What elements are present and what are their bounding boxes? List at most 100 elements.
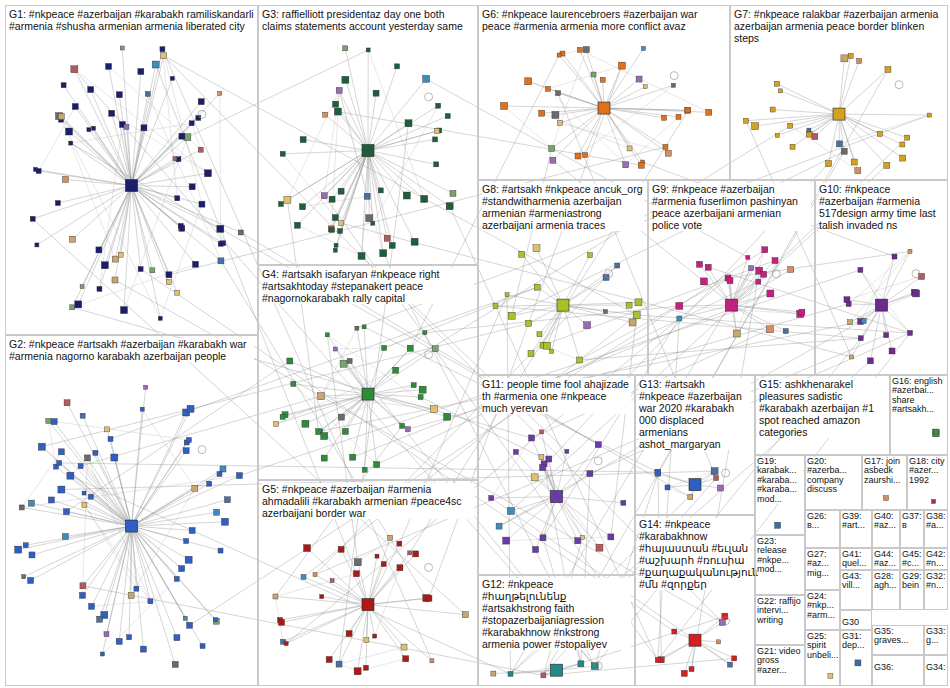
member-edge — [358, 538, 390, 562]
user-vertex — [577, 47, 582, 52]
member-edge — [563, 277, 606, 305]
member-edge — [83, 526, 132, 586]
cross-group-edge — [692, 271, 760, 669]
user-vertex — [858, 267, 863, 272]
member-edge — [777, 114, 839, 135]
member-edge — [504, 106, 604, 108]
user-vertex — [80, 583, 86, 589]
cross-group-edge — [338, 112, 641, 166]
member-edge — [132, 186, 169, 283]
member-edge — [132, 186, 221, 261]
user-vertex — [284, 642, 288, 646]
member-edge — [132, 526, 177, 638]
member-edge — [71, 143, 116, 259]
user-vertex — [218, 91, 222, 95]
group-label: G20: #azerba... company discuss — [807, 457, 860, 495]
user-vertex — [788, 123, 793, 128]
member-edge — [345, 80, 368, 151]
hub-vertex — [362, 599, 374, 611]
member-edge — [72, 264, 195, 307]
group-label: G12: #nkpeace #հաղթելունենք #artsakhstro… — [482, 578, 631, 650]
user-vertex — [302, 420, 309, 427]
user-vertex — [179, 133, 185, 139]
user-vertex — [381, 562, 386, 567]
member-edge — [91, 90, 132, 186]
group-label: G44: #az... — [874, 550, 898, 569]
member-edge — [92, 601, 151, 606]
member-edge — [132, 526, 176, 664]
user-vertex — [187, 622, 193, 628]
user-vertex — [623, 162, 629, 168]
member-edge — [368, 116, 448, 151]
member-edge — [362, 196, 368, 256]
member-edge — [882, 257, 895, 306]
user-vertex — [218, 258, 224, 264]
cross-group-edge — [115, 280, 722, 622]
user-vertex — [112, 277, 118, 283]
member-edge — [324, 394, 368, 436]
group-box: G9: #nkpeace #azerbaijan #armenia fuserl… — [648, 180, 815, 375]
group-box: G35: graves... — [872, 625, 924, 655]
member-edge — [506, 497, 556, 541]
member-edge — [84, 505, 136, 589]
cross-group-edge — [377, 282, 759, 465]
user-vertex — [533, 547, 539, 553]
member-edge — [304, 577, 368, 605]
user-vertex — [555, 91, 560, 96]
group-label: G5: #nkpeace #azerbaijan #armenia ahmada… — [262, 483, 474, 519]
user-vertex — [332, 215, 338, 221]
member-edge — [132, 526, 221, 551]
member-edge — [368, 130, 439, 150]
group-box: G16: english #azerbai... share #artsakh.… — [890, 375, 948, 455]
member-edge — [132, 173, 208, 185]
user-vertex — [433, 137, 438, 142]
user-vertex — [462, 612, 468, 618]
member-edge — [839, 58, 844, 114]
member-edge — [293, 384, 368, 394]
user-vertex — [100, 652, 104, 656]
user-vertex — [714, 476, 719, 481]
user-vertex — [772, 258, 778, 264]
member-edge — [109, 66, 201, 149]
user-vertex — [124, 124, 129, 129]
member-edge — [59, 116, 131, 185]
member-edge — [275, 574, 356, 597]
member-edge — [132, 186, 183, 229]
user-vertex — [362, 325, 366, 329]
user-vertex — [851, 159, 857, 165]
user-vertex — [662, 115, 667, 120]
member-edge — [61, 452, 131, 526]
user-vertex — [526, 320, 532, 326]
group-box: G14: #nkpeace #karabakhnow #հայաստան #եւ… — [635, 515, 755, 686]
user-vertex — [711, 468, 718, 475]
user-vertex — [199, 201, 205, 207]
user-vertex — [280, 151, 285, 156]
user-vertex — [848, 320, 853, 325]
user-vertex — [434, 162, 439, 167]
group-label: G27: #az... mig... — [807, 550, 838, 578]
member-edge — [327, 335, 433, 409]
user-vertex — [189, 184, 195, 190]
user-vertex — [496, 523, 502, 529]
user-vertex — [638, 162, 644, 168]
user-vertex — [79, 592, 85, 598]
member-edge — [562, 54, 604, 108]
user-vertex — [411, 238, 418, 245]
member-edge — [283, 151, 368, 154]
member-edge — [54, 422, 131, 526]
user-vertex — [552, 111, 559, 118]
group-box: G10: #nkpeace #azerbaijan #armenia 517de… — [815, 180, 948, 375]
user-vertex — [301, 574, 306, 579]
user-vertex — [411, 383, 416, 388]
user-vertex — [577, 357, 583, 363]
member-edge — [358, 605, 368, 672]
user-vertex — [183, 616, 187, 620]
member-edge — [315, 575, 368, 605]
group-box: G29: bein — [900, 570, 924, 610]
member-edge — [132, 409, 191, 526]
member-edge — [368, 394, 421, 397]
member-edge — [305, 394, 368, 424]
user-vertex — [214, 618, 218, 622]
user-vertex — [587, 471, 593, 477]
user-vertex — [287, 358, 293, 364]
